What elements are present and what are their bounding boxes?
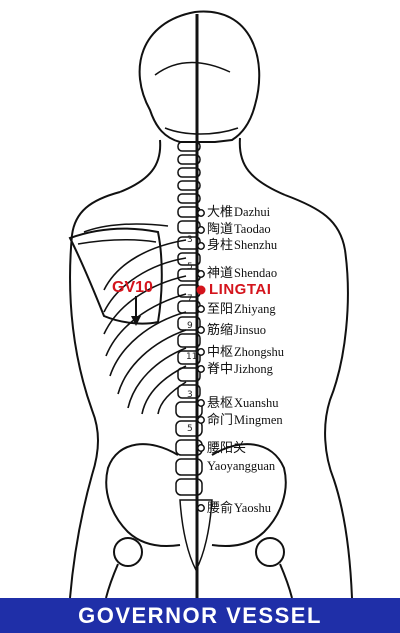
point-label-zhongshu: 中枢Zhongshu [207,344,285,360]
skull-outline [138,10,261,143]
page-title: GOVERNOR VESSEL [78,602,322,628]
vertebra-number: 3 [187,390,193,400]
vertebra-number: 5 [187,424,193,434]
point-label-xuanshu: 悬枢Xuanshu [207,395,279,411]
point-label-jinsuo: 筋缩Jinsuo [207,322,266,338]
title-banner: GOVERNOR VESSEL [0,598,400,633]
vertebra-number: 7 [187,294,193,304]
point-label-dazhui: 大椎Dazhui [207,204,271,220]
point-label-jizhong: 脊中Jizhong [207,361,273,377]
point-label-shenzhu: 身柱Shenzhu [207,237,278,253]
scapula-spine [77,239,157,245]
vertebra-number: 9 [187,321,193,331]
skull-suture [154,61,231,76]
skull-base [164,127,239,135]
point-label-yaoyangguan-cn: 腰阳关 [207,440,247,455]
pelvis-left [105,443,181,548]
neck-left [119,139,162,193]
point-label-shendao: 神道Shendao [207,265,278,281]
point-label-taodao: 陶道Taodao [207,221,271,237]
pelvis-right [211,443,287,548]
highlight-point-label: LINGTAI [209,281,272,298]
vertebra-number: 11 [186,352,198,362]
point-label-mingmen: 命门Mingmen [207,412,283,428]
scapula [68,227,163,325]
highlight-point-dot [196,285,206,295]
femur-left [105,563,119,598]
ribs [103,239,187,415]
point-label-zhiyang: 至阳Zhiyang [207,301,276,317]
femur-right [279,563,293,598]
vertebra-number: 3 [187,235,193,245]
body-back-illustration [68,10,353,598]
point-label-yaoshu: 腰俞Yaoshu [207,500,271,516]
neck-right [238,137,286,196]
torso-left [69,234,99,598]
clavicle [83,223,169,233]
shoulder-left [71,191,121,236]
torso-right [324,249,353,598]
shoulder-right [284,194,346,251]
highlight-code-label: GV10 [112,279,153,296]
point-label-yaoyangguan-pinyin: Yaoyangguan [207,459,276,473]
hip-joint-right [255,537,285,567]
hip-joint-left [113,537,143,567]
vertebra-number: 5 [187,262,193,272]
acupoints [197,209,205,512]
